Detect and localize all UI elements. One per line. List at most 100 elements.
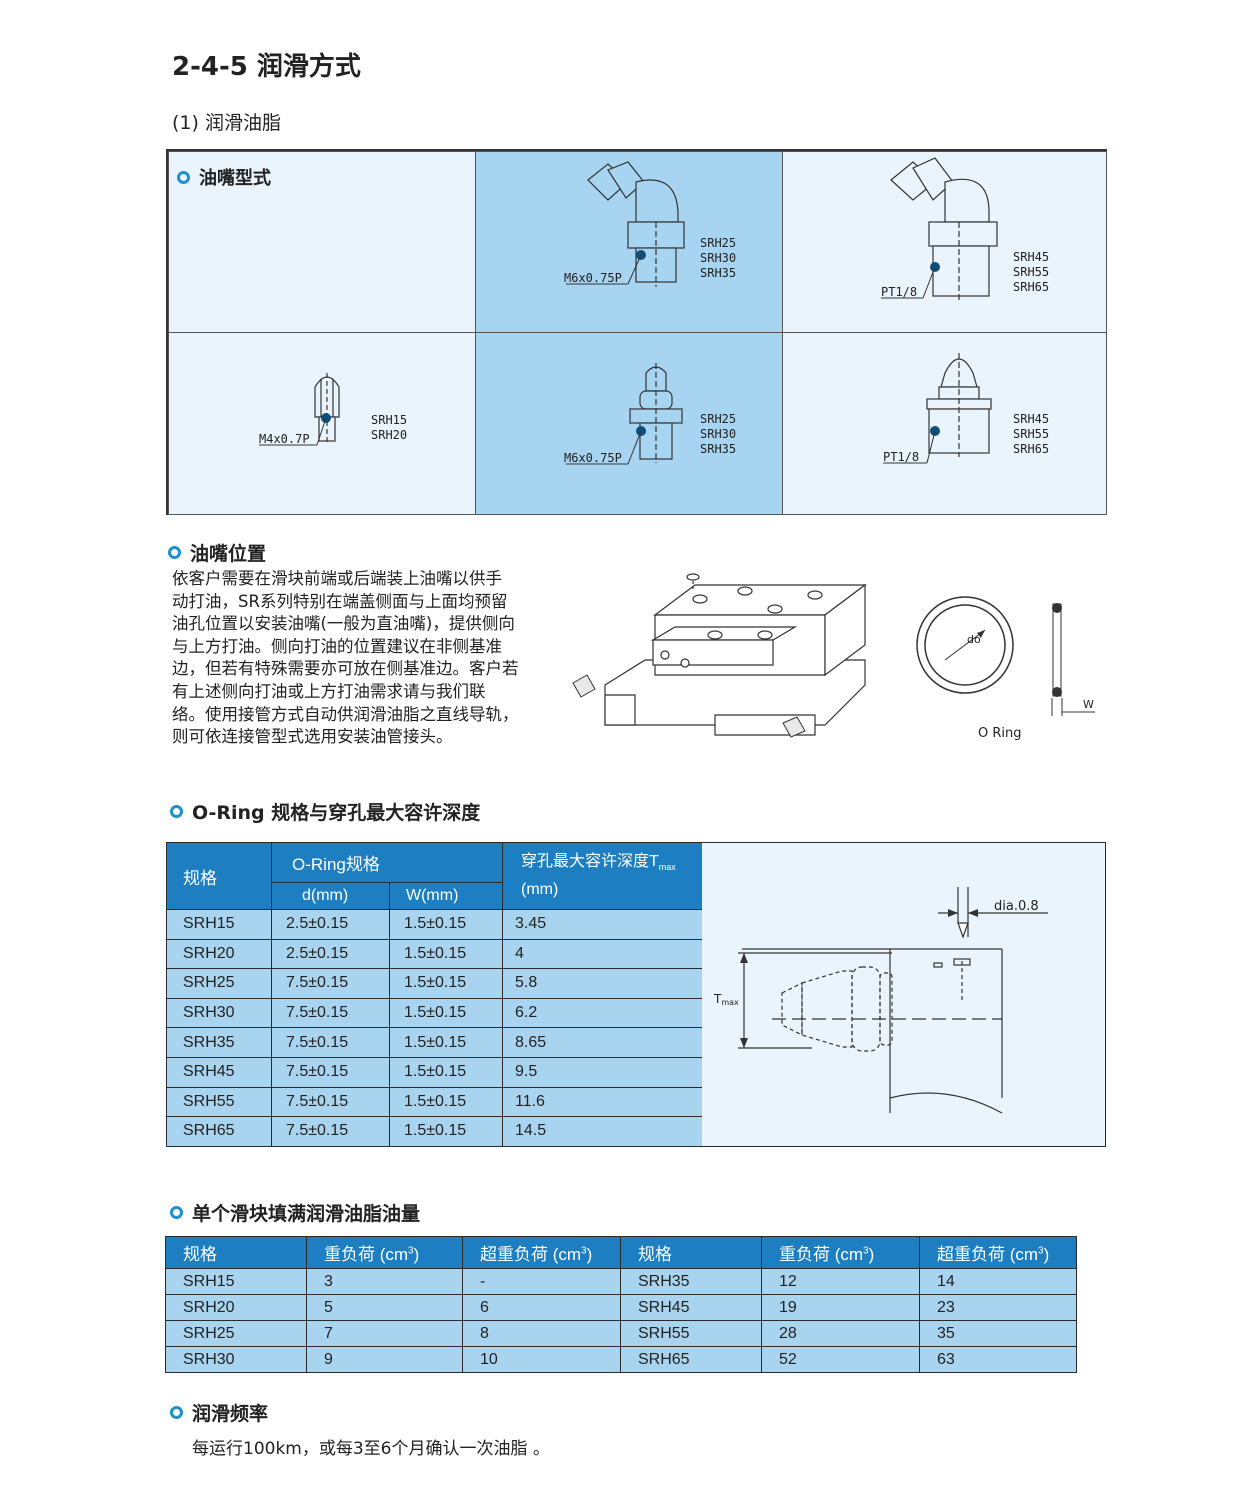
paragraph-line: 边，但若有特殊需要亦可放在侧基准边。客户若 xyxy=(172,659,519,679)
table-cell: 6 xyxy=(462,1294,621,1321)
table-cell: SRH65 xyxy=(620,1346,762,1373)
model-label: SRH20 xyxy=(371,428,408,442)
table-cell: 52 xyxy=(761,1346,920,1373)
model-label: SRH65 xyxy=(1013,442,1050,456)
position-paragraph: 依客户需要在滑块前端或后端装上油嘴以供手 动打油，SR系列特别在端盖侧面与上面均… xyxy=(172,568,592,749)
table-cell: SRH65 xyxy=(166,1116,272,1147)
table-cell: SRH45 xyxy=(620,1294,762,1321)
table-cell: 35 xyxy=(919,1320,1077,1347)
position-title-text: 油嘴位置 xyxy=(190,543,267,565)
table-cell: 1.5±0.15 xyxy=(389,1056,503,1088)
table-cell: SRH35 xyxy=(620,1268,762,1295)
header-text: 超重负荷 (cm xyxy=(480,1245,582,1264)
model-label: SRH35 xyxy=(700,266,737,280)
fitting-cell-straight-m6: M6x0.75P SRH25 SRH30 SRH35 xyxy=(475,332,783,515)
tmax-label-text: T xyxy=(713,992,722,1006)
unit-superscript: 3 xyxy=(1038,1245,1044,1257)
model-label: SRH45 xyxy=(1013,250,1050,264)
bullet-icon xyxy=(170,1206,183,1219)
table-cell: SRH30 xyxy=(166,997,272,1029)
table-cell: 6.2 xyxy=(502,997,720,1029)
header-cell: 规格 xyxy=(620,1236,762,1269)
bullet-icon xyxy=(177,170,190,184)
frequency-text: 每运行100km，或每3至6个月确认一次油脂 。 xyxy=(192,1439,550,1459)
table-cell: 10 xyxy=(462,1346,621,1373)
model-label: SRH25 xyxy=(700,412,737,426)
table-cell: 11.6 xyxy=(502,1086,720,1118)
unit-close: ) xyxy=(586,1245,593,1264)
table-cell: 1.5±0.15 xyxy=(389,968,503,999)
table-cell: 1.5±0.15 xyxy=(389,997,503,1029)
tmax-label-sub: max xyxy=(721,998,739,1007)
table-cell: SRH45 xyxy=(166,1056,272,1088)
header-text: 规格 xyxy=(638,1245,672,1264)
model-label: SRH35 xyxy=(700,442,737,456)
header-d: d(mm) xyxy=(271,882,390,910)
fitting-cell-angled-pt: PT1/8 SRH45 SRH55 SRH65 xyxy=(782,151,1107,333)
header-cell: 规格 xyxy=(165,1236,307,1269)
angled-fitting-icon xyxy=(566,161,685,287)
thread-label: PT1/8 xyxy=(881,285,918,299)
header-depth-sub: max xyxy=(658,862,676,873)
table-cell: - xyxy=(462,1268,621,1295)
straight-fitting-icon xyxy=(259,373,340,446)
model-list: SRH25 SRH30 SRH35 xyxy=(700,412,736,457)
table-cell: 19 xyxy=(761,1294,920,1321)
oring-caption: O Ring xyxy=(978,726,1022,741)
thread-label: M4x0.7P xyxy=(259,432,310,446)
header-oring: O-Ring规格 xyxy=(271,842,503,883)
depth-drawing-panel: dia.0.8 Tmax xyxy=(702,842,1106,1147)
model-label: SRH25 xyxy=(700,236,737,250)
grease-table-title: 单个滑块填满润滑油脂油量 xyxy=(170,1199,420,1226)
fitting-title-text: 油嘴型式 xyxy=(199,168,271,189)
model-list: SRH15 SRH20 xyxy=(371,413,407,443)
table-cell: 7.5±0.15 xyxy=(271,1116,390,1147)
paragraph-line: 油孔位置以安装油嘴(一般为直油嘴)，提供侧向 xyxy=(172,614,515,634)
table-cell: 7.5±0.15 xyxy=(271,1056,390,1088)
w-label: W xyxy=(1083,698,1094,711)
table-cell: 9 xyxy=(306,1346,463,1373)
header-cell: 超重负荷 (cm3) xyxy=(919,1236,1077,1269)
header-depth-text: 穿孔最大容许深度T xyxy=(521,853,659,871)
bullet-icon xyxy=(170,805,183,818)
oring-diagram: do W xyxy=(916,596,1095,716)
fitting-cell-m4: M4x0.7P SRH15 SRH20 xyxy=(168,332,476,515)
header-depth-unit: (mm) xyxy=(521,880,559,898)
thread-label: M6x0.75P xyxy=(564,451,622,465)
header-depth: 穿孔最大容许深度Tmax (mm) xyxy=(502,842,720,910)
depth-drawing: dia.0.8 Tmax xyxy=(713,887,1048,1114)
position-title: 油嘴位置 xyxy=(168,539,266,566)
oring-table: 规格 O-Ring规格 穿孔最大容许深度Tmax (mm) d(mm) W(mm… xyxy=(166,842,720,1147)
table-cell: SRH55 xyxy=(620,1320,762,1347)
table-cell: 5 xyxy=(306,1294,463,1321)
fitting-cell-straight-pt: PT1/8 SRH45 SRH55 SRH65 xyxy=(782,332,1107,515)
model-label: SRH45 xyxy=(1013,412,1050,426)
table-cell: SRH25 xyxy=(166,968,272,999)
header-w: W(mm) xyxy=(389,882,503,910)
bullet-icon xyxy=(168,546,181,559)
table-cell: 7.5±0.15 xyxy=(271,968,390,999)
table-cell: 9.5 xyxy=(502,1056,720,1088)
model-label: SRH55 xyxy=(1013,427,1050,441)
paragraph-line: 络。使用接管方式自动供润滑油脂之直线导轨， xyxy=(172,704,519,724)
table-cell: 7 xyxy=(306,1320,463,1347)
table-cell: 1.5±0.15 xyxy=(389,1027,503,1058)
table-cell: 5.8 xyxy=(502,968,720,999)
table-cell: 7.5±0.15 xyxy=(271,1027,390,1058)
table-cell: 7.5±0.15 xyxy=(271,1086,390,1118)
table-cell: SRH25 xyxy=(165,1320,307,1347)
fitting-title-cell: 油嘴型式 xyxy=(168,151,476,333)
table-cell: 8 xyxy=(462,1320,621,1347)
tmax-label: Tmax xyxy=(713,992,739,1007)
table-cell: 1.5±0.15 xyxy=(389,1116,503,1147)
table-cell: 1.5±0.15 xyxy=(389,909,503,940)
straight-fitting-icon xyxy=(566,363,683,465)
